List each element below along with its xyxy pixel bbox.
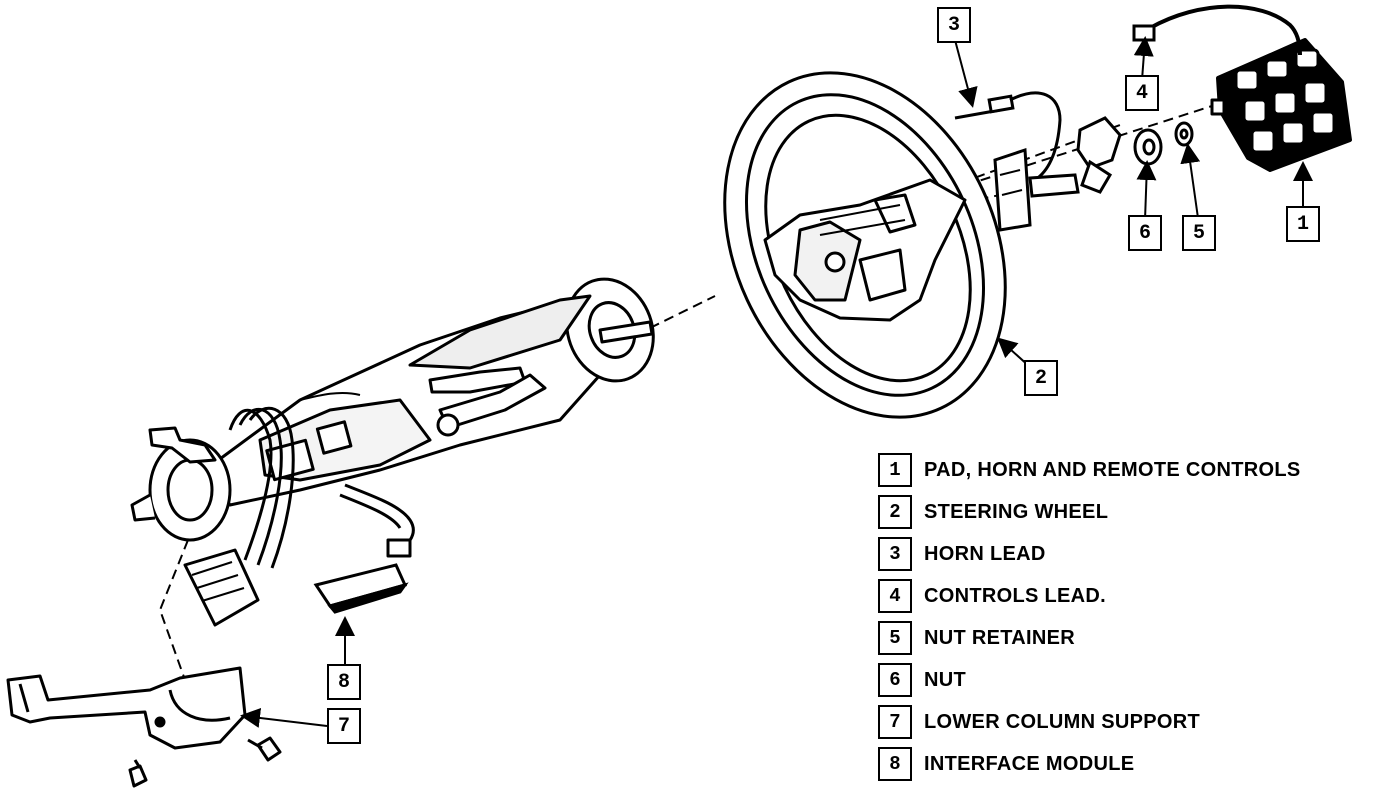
nut-drawing	[1133, 128, 1163, 166]
legend-label: NUT RETAINER	[924, 626, 1076, 649]
callout-6: 6	[1128, 215, 1162, 251]
steering-column	[130, 277, 655, 627]
horn-pad-drawing	[1210, 38, 1352, 172]
legend-label: PAD, HORN AND REMOTE CONTROLS	[924, 458, 1301, 481]
legend-row-5: 5 NUT RETAINER	[878, 620, 1075, 656]
legend-row-7: 7 LOWER COLUMN SUPPORT	[878, 704, 1200, 740]
legend-row-3: 3 HORN LEAD	[878, 536, 1046, 572]
legend-row-2: 2 STEERING WHEEL	[878, 494, 1108, 530]
legend-row-6: 6 NUT	[878, 662, 966, 698]
legend-row-4: 4 CONTROLS LEAD.	[878, 578, 1106, 614]
legend-number: 1	[878, 453, 912, 487]
interface-module-drawing	[313, 563, 409, 614]
legend-row-1: 1 PAD, HORN AND REMOTE CONTROLS	[878, 452, 1300, 488]
legend-label: CONTROLS LEAD.	[924, 584, 1106, 607]
legend-label: INTERFACE MODULE	[924, 752, 1135, 775]
callout-4: 4	[1125, 75, 1159, 111]
legend-number: 5	[878, 621, 912, 655]
legend-number: 8	[878, 747, 912, 781]
leader-lines	[240, 36, 1313, 728]
steering-wheel-drawing	[723, 71, 1007, 419]
legend-row-8: 8 INTERFACE MODULE	[878, 746, 1134, 782]
legend-number: 3	[878, 537, 912, 571]
lower-column-support-drawing	[6, 666, 282, 788]
callout-7: 7	[327, 708, 361, 744]
nut-retainer-drawing	[1174, 121, 1194, 147]
controls-lead-drawing	[1132, 4, 1302, 56]
legend-number: 6	[878, 663, 912, 697]
callout-1: 1	[1286, 206, 1320, 242]
legend-label: NUT	[924, 668, 967, 691]
legend-number: 4	[878, 579, 912, 613]
legend-label: HORN LEAD	[924, 542, 1046, 565]
legend-label: STEERING WHEEL	[924, 500, 1109, 523]
callout-5: 5	[1182, 215, 1216, 251]
legend-number: 7	[878, 705, 912, 739]
legend-number: 2	[878, 495, 912, 529]
callout-2: 2	[1024, 360, 1058, 396]
horn-lead-drawing	[954, 91, 1122, 232]
callout-3: 3	[937, 7, 971, 43]
callout-8: 8	[327, 664, 361, 700]
legend-label: LOWER COLUMN SUPPORT	[924, 710, 1200, 733]
